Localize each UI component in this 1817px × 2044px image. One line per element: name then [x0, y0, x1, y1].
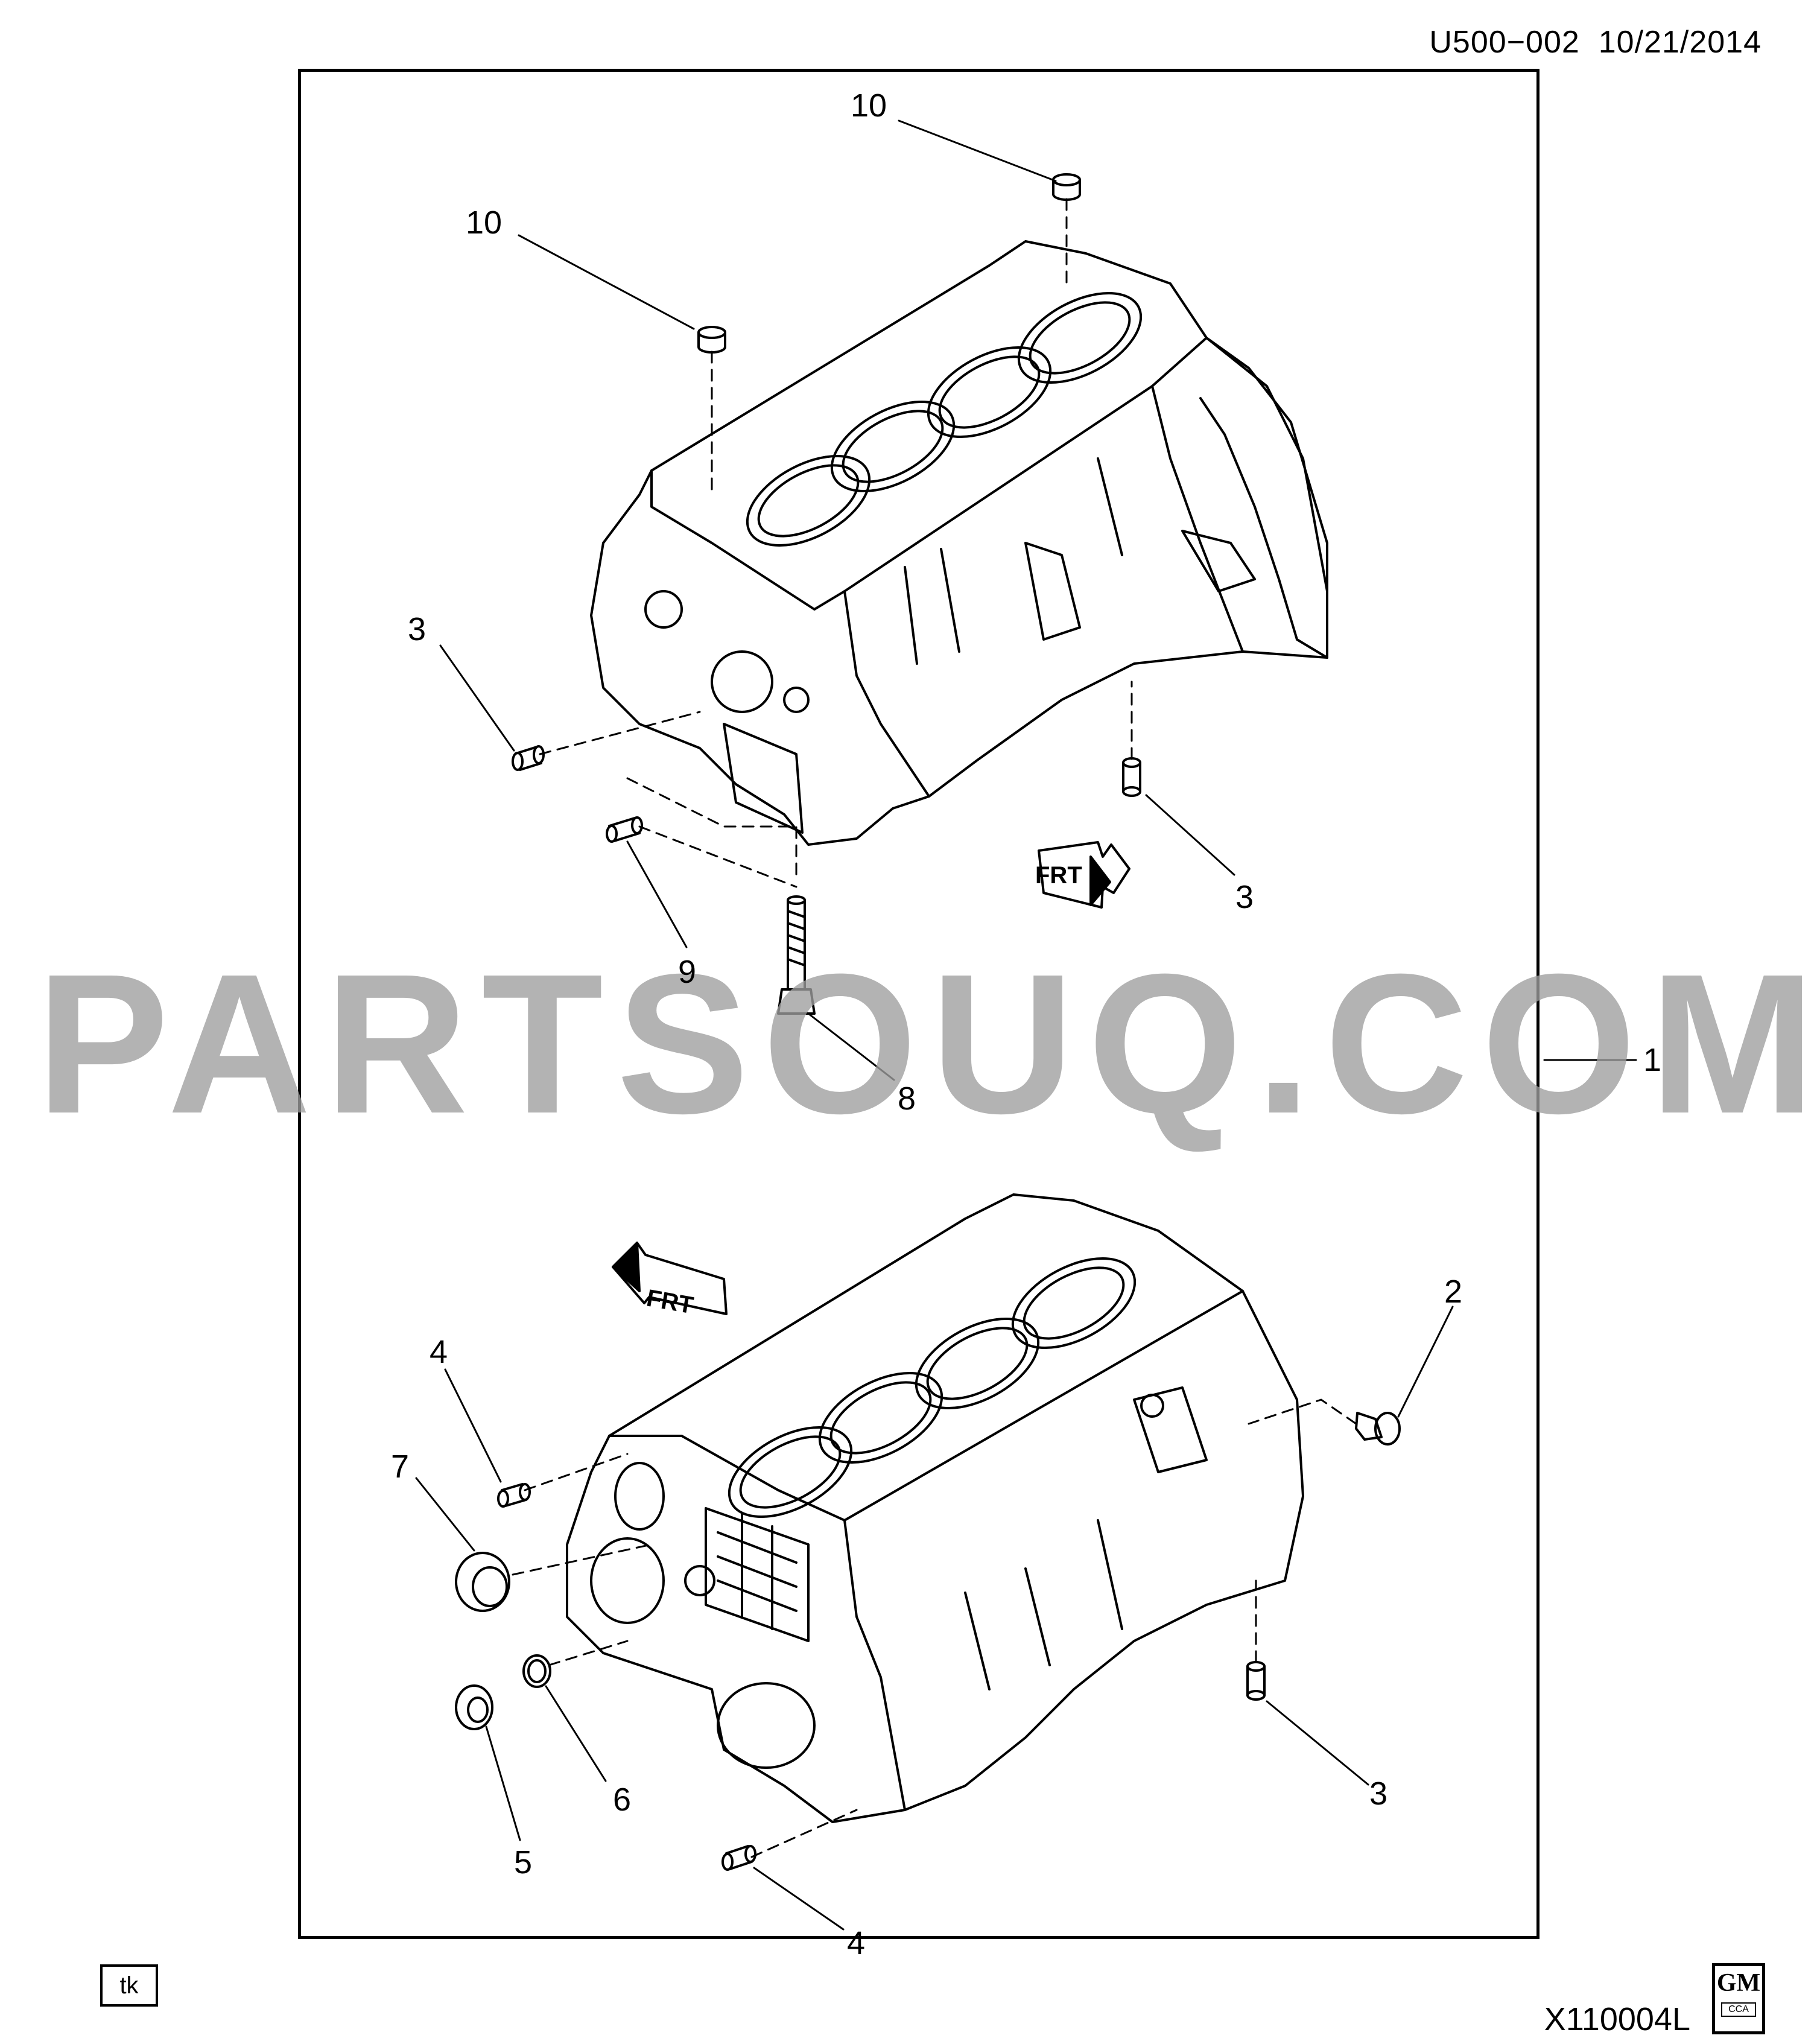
frt-arrow-upper — [1038, 841, 1130, 909]
frt-arrow-lower — [612, 1242, 728, 1315]
upper-engine-block — [590, 240, 1328, 846]
diagram-header: U500−002 10/21/2014 — [1429, 24, 1762, 60]
illustration-id: X110004L — [1544, 2001, 1690, 2037]
gm-logo-letters: GM — [1716, 1969, 1761, 1997]
gm-logo: GM CCA — [1712, 1963, 1765, 2034]
lower-engine-block — [566, 1193, 1304, 1823]
diagram-code: U500−002 — [1429, 25, 1580, 60]
small-parts — [455, 173, 1401, 1871]
leader-lines — [415, 119, 1637, 1931]
callout-5: 5 — [514, 1844, 533, 1881]
callout-8: 8 — [898, 1081, 916, 1117]
frt-label-upper: FRT — [1035, 862, 1082, 889]
callout-1: 1 — [1643, 1042, 1662, 1078]
diagram-frame — [298, 69, 1540, 1939]
callout-3-a: 3 — [408, 611, 427, 647]
callout-4-a: 4 — [430, 1334, 448, 1370]
alignment-lines — [512, 198, 1357, 1858]
callout-4-b: 4 — [847, 1925, 866, 1961]
callout-2: 2 — [1444, 1274, 1463, 1310]
initials-box: tk — [100, 1964, 158, 2007]
callout-10-b: 10 — [466, 205, 503, 241]
callout-6: 6 — [613, 1782, 632, 1818]
callout-9: 9 — [678, 954, 697, 990]
diagram-date: 10/21/2014 — [1598, 25, 1762, 60]
callout-3-b: 3 — [1235, 879, 1254, 915]
callout-10-a: 10 — [851, 87, 887, 124]
callout-3-c: 3 — [1369, 1776, 1388, 1812]
callout-7: 7 — [391, 1449, 410, 1485]
gm-logo-sub: CCA — [1721, 2002, 1756, 2017]
